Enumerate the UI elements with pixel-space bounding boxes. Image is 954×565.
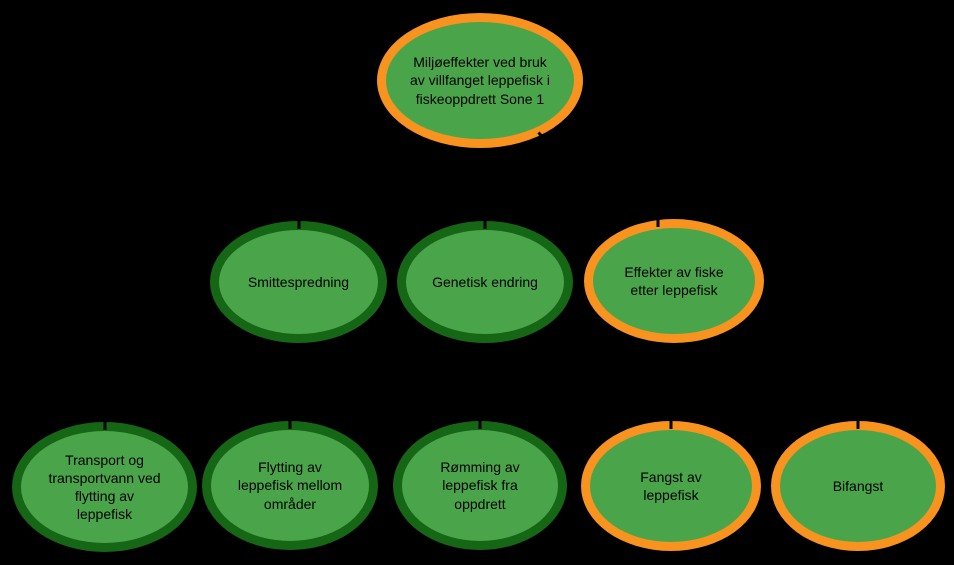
connector-stub: [297, 220, 300, 229]
connector-stub: [669, 420, 673, 429]
connector-stub: [656, 218, 660, 227]
connector-stub: [103, 421, 106, 430]
node-miljoeffekter-root: Miljøeffekter ved bruk av villfanget lep…: [377, 13, 583, 148]
node-label: Transport og transportvann ved flytting …: [48, 451, 161, 523]
node-flytting-av-leppefisk: Flytting av leppefisk mellom områder: [202, 420, 378, 550]
node-romming-av-leppefisk: Rømming av leppefisk fra oppdrett: [393, 420, 567, 550]
node-smittespredning: Smittespredning: [210, 220, 387, 343]
node-effekter-av-fiske: Effekter av fiske etter leppefisk: [584, 218, 764, 343]
node-label: Genetisk endring: [432, 273, 538, 290]
connector-stub: [478, 420, 482, 429]
node-bifangst: Bifangst: [771, 420, 945, 551]
node-label: Fangst av leppefisk: [640, 468, 702, 503]
node-fangst-av-leppefisk: Fangst av leppefisk: [581, 420, 761, 551]
connector-stub: [483, 220, 487, 229]
node-label: Effekter av fiske etter leppefisk: [624, 263, 724, 298]
node-label: Miljøeffekter ved bruk av villfanget lep…: [409, 54, 551, 107]
node-label: Bifangst: [832, 477, 884, 494]
node-label: Rømming av leppefisk fra oppdrett: [440, 459, 520, 512]
connector-stub: [288, 420, 292, 429]
connector-stub: [537, 131, 548, 143]
node-genetisk-endring: Genetisk endring: [397, 220, 573, 343]
node-label: Flytting av leppefisk mellom områder: [237, 459, 343, 512]
node-transport-og-transportvann: Transport og transportvann ved flytting …: [12, 421, 197, 552]
node-label: Smittespredning: [247, 273, 350, 290]
connector-stub: [856, 420, 860, 429]
